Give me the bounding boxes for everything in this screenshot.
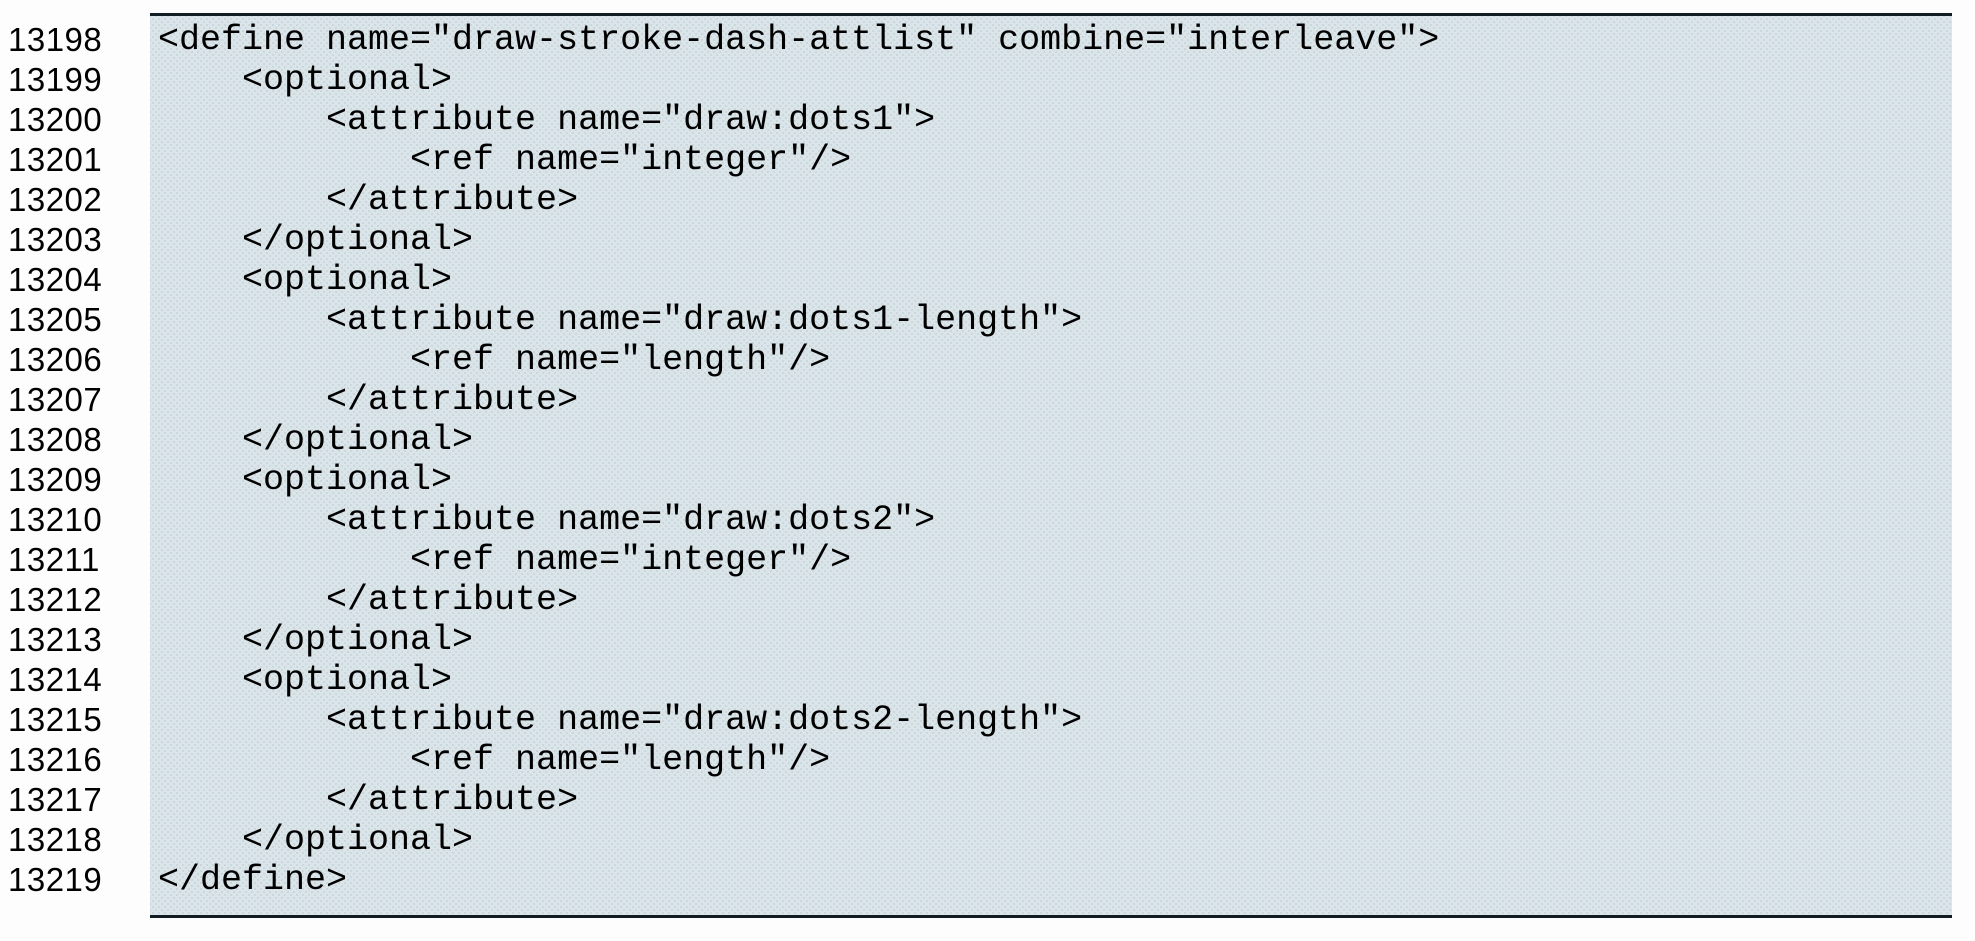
code-line: </optional> bbox=[158, 620, 474, 660]
code-line: <optional> bbox=[158, 460, 453, 500]
line-number: 13218 bbox=[8, 821, 103, 858]
line-number: 13205 bbox=[8, 301, 103, 338]
code-line: <ref name="length"/> bbox=[158, 740, 831, 780]
line-number: 13199 bbox=[8, 61, 103, 98]
code-line: </attribute> bbox=[158, 380, 579, 420]
code-line: <ref name="integer"/> bbox=[158, 140, 852, 180]
line-number: 13200 bbox=[8, 101, 103, 138]
line-number: 13216 bbox=[8, 741, 103, 778]
code-line: <optional> bbox=[158, 60, 453, 100]
line-number: 13206 bbox=[8, 341, 103, 378]
line-number: 13198 bbox=[8, 21, 103, 58]
line-number: 13202 bbox=[8, 181, 103, 218]
line-number: 13203 bbox=[8, 221, 103, 258]
code-line: <attribute name="draw:dots1-length"> bbox=[158, 300, 1083, 340]
line-number: 13211 bbox=[8, 541, 100, 578]
code-line: </define> bbox=[158, 860, 348, 900]
code-line: <optional> bbox=[158, 260, 453, 300]
code-line: <optional> bbox=[158, 660, 453, 700]
code-line: <attribute name="draw:dots1"> bbox=[158, 100, 936, 140]
code-line: <ref name="length"/> bbox=[158, 340, 831, 380]
line-number: 13209 bbox=[8, 461, 103, 498]
code-line: <attribute name="draw:dots2-length"> bbox=[158, 700, 1083, 740]
line-number: 13213 bbox=[8, 621, 103, 658]
code-line: <ref name="integer"/> bbox=[158, 540, 852, 580]
code-line: <define name="draw-stroke-dash-attlist" … bbox=[158, 20, 1440, 60]
code-line: </optional> bbox=[158, 220, 474, 260]
code-line: </optional> bbox=[158, 420, 474, 460]
code-line: </optional> bbox=[158, 820, 474, 860]
code-line: </attribute> bbox=[158, 780, 579, 820]
line-number: 13217 bbox=[8, 781, 103, 818]
code-line: </attribute> bbox=[158, 180, 579, 220]
line-number: 13210 bbox=[8, 501, 103, 538]
line-number: 13207 bbox=[8, 381, 103, 418]
line-number: 13208 bbox=[8, 421, 103, 458]
line-number: 13204 bbox=[8, 261, 103, 298]
line-number: 13201 bbox=[8, 141, 103, 178]
code-listing-block: <define name="draw-stroke-dash-attlist" … bbox=[150, 13, 1952, 918]
code-line: </attribute> bbox=[158, 580, 579, 620]
line-number: 13214 bbox=[8, 661, 103, 698]
line-number: 13212 bbox=[8, 581, 103, 618]
line-number: 13215 bbox=[8, 701, 103, 738]
line-number: 13219 bbox=[8, 861, 103, 898]
code-line: <attribute name="draw:dots2"> bbox=[158, 500, 936, 540]
